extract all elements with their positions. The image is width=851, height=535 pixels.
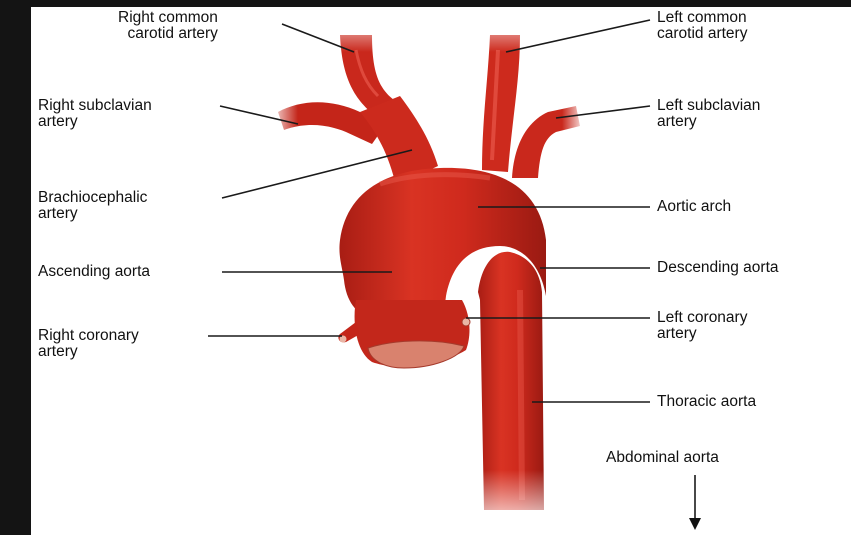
label-right-subclavian: Right subclavian artery: [38, 98, 152, 130]
label-thoracic-aorta: Thoracic aorta: [657, 394, 756, 410]
label-line: carotid artery: [657, 26, 747, 42]
fade-top: [330, 7, 530, 52]
label-left-subclavian: Left subclavian artery: [657, 98, 760, 130]
label-line: artery: [657, 114, 760, 130]
vessel-highlight: [520, 290, 522, 500]
label-line: Brachiocephalic: [38, 190, 147, 206]
fade-left: [268, 96, 298, 136]
abdominal-arrow-head: [689, 518, 701, 530]
label-left-common-carotid: Left common carotid artery: [657, 10, 747, 42]
label-line: carotid artery: [118, 26, 218, 42]
label-ascending-aorta: Ascending aorta: [38, 264, 150, 280]
label-line: Right subclavian: [38, 98, 152, 114]
label-abdominal-aorta: Abdominal aorta: [606, 450, 719, 466]
label-line: Right common: [118, 10, 218, 26]
left-common-carotid-vessel: [482, 35, 520, 172]
left-coronary-ostium: [462, 318, 470, 326]
label-line: Left common: [657, 10, 747, 26]
label-line: artery: [38, 344, 139, 360]
label-line: Right coronary: [38, 328, 139, 344]
aortic-valve: [368, 341, 464, 368]
label-line: artery: [657, 326, 747, 342]
label-line: artery: [38, 114, 152, 130]
label-left-coronary: Left coronary artery: [657, 310, 747, 342]
label-right-common-carotid: Right common carotid artery: [118, 10, 218, 42]
label-right-coronary: Right coronary artery: [38, 328, 139, 360]
fade-bottom: [470, 470, 560, 535]
label-descending-aorta: Descending aorta: [657, 260, 779, 276]
label-line: artery: [38, 206, 147, 222]
label-aortic-arch: Aortic arch: [657, 199, 731, 215]
label-line: Left coronary: [657, 310, 747, 326]
label-brachiocephalic: Brachiocephalic artery: [38, 190, 147, 222]
label-line: Left subclavian: [657, 98, 760, 114]
